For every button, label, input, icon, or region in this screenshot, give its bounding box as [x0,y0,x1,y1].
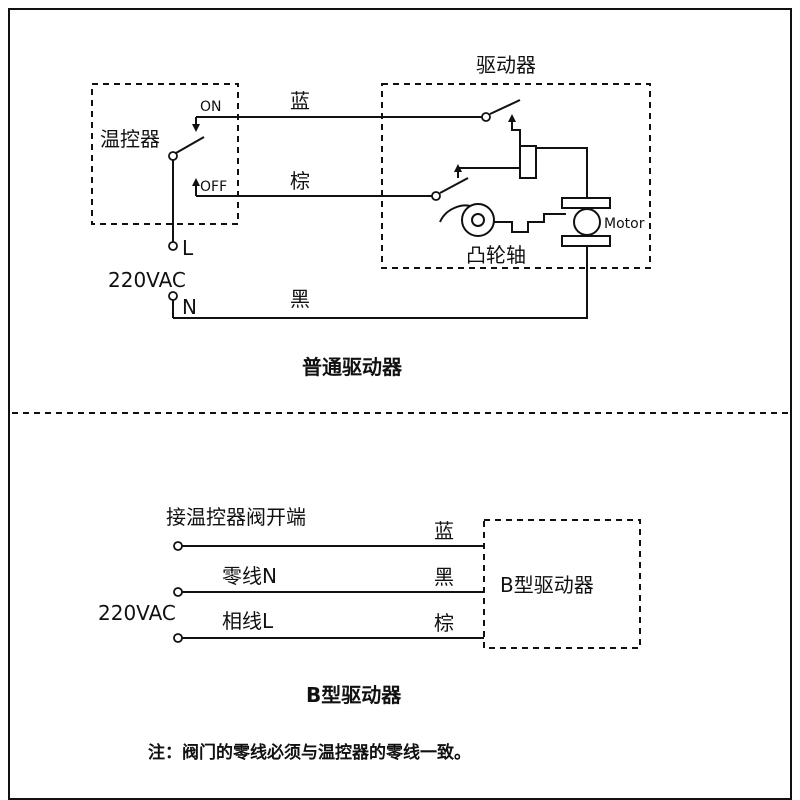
line3-label: 相线L [222,609,274,633]
voltage-label-bottom: 220VAC [98,601,176,625]
b-driver-box-label: B型驱动器 [500,573,594,597]
terminal-1 [173,541,183,551]
cam-linkage [494,213,566,233]
off-contact-arrow [192,178,200,186]
driver-upper-switch-blade [489,99,521,115]
voltage-label-top: 220VAC [108,268,186,292]
driver-box [381,83,651,269]
on-label: ON [200,99,222,115]
wire-black-label-bottom: 黑 [434,565,454,589]
driver-lower-switch-terminal [431,191,441,201]
wire-brown-label-bottom: 棕 [434,611,454,635]
cam-label: 凸轮轴 [466,243,526,267]
wire-blue-label: 蓝 [290,89,310,113]
cam-follower [439,204,471,223]
motor-rotor [573,208,601,236]
wire-black-label: 黑 [290,287,310,311]
on-contact-arrow [192,124,200,132]
line1-label: 接温控器阀开端 [166,505,306,529]
motor-top-plate [561,197,611,209]
outer-frame [8,8,792,800]
driver-lower-contact [457,167,520,178]
thermostat-pivot-terminal [168,151,178,161]
terminal-3 [173,633,183,643]
cam-inner [471,213,485,227]
terminal-2 [173,587,183,597]
line2-label: 零线N [222,564,277,588]
thermostat-switch-blade [175,136,205,154]
driver-title: 驱动器 [476,53,536,77]
terminal-l [168,241,178,251]
motor-bottom-plate [561,235,611,247]
note-text: 注：阀门的零线必须与温控器的零线一致。 [148,742,471,763]
driver-lower-arrow [454,164,462,172]
b-driver-box [483,519,641,649]
black-wire [173,246,588,319]
wire-blue-label-bottom: 蓝 [434,519,454,543]
on-contact [195,116,238,130]
bottom-caption: B型驱动器 [306,683,402,707]
wire-brown-label: 棕 [290,169,310,193]
driver-upper-switch-terminal [481,112,491,122]
driver-upper-arrow [508,114,516,122]
driver-upper-link [519,146,537,179]
motor-label: Motor [604,216,645,232]
driver-lower-switch-blade [439,177,469,194]
off-label: OFF [200,179,227,195]
thermostat-label: 温控器 [100,127,160,151]
top-caption: 普通驱动器 [302,355,403,379]
terminal-n [168,291,178,301]
terminal-n-label: N [182,295,197,319]
terminal-l-label: L [182,236,194,260]
driver-upper-contact [511,118,588,198]
